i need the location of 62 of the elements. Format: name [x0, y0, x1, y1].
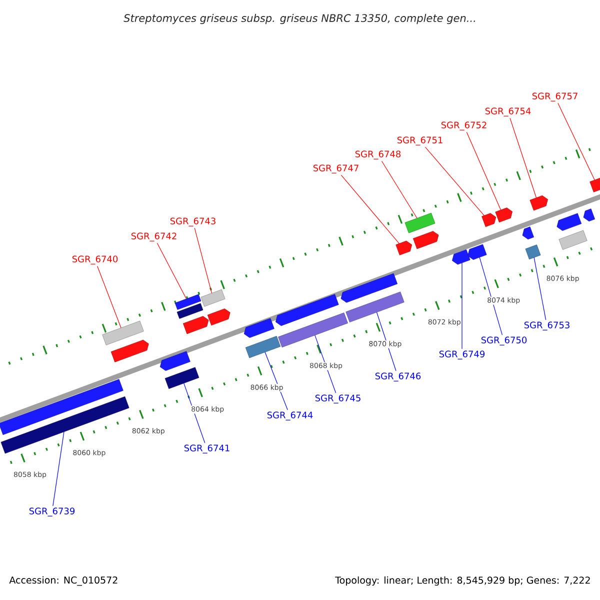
- gene-block: [590, 178, 600, 192]
- gene-block: [530, 195, 548, 211]
- gene-block: [468, 244, 487, 260]
- gene-label: SGR_6754: [485, 108, 531, 116]
- gene-block: [200, 289, 226, 307]
- gene-label: SGR_6748: [355, 150, 401, 160]
- gene-label: SGR_6740: [72, 256, 118, 264]
- gene-block: [174, 294, 202, 310]
- gene-label: SGR_6739: [29, 508, 75, 516]
- gene-label: SGR_6753: [524, 322, 570, 330]
- gene-block: [495, 208, 513, 222]
- leader-line: [534, 257, 546, 320]
- gene-label: SGR_6743: [170, 218, 216, 226]
- gene-block: [340, 273, 398, 303]
- leader-line: [52, 431, 64, 506]
- gene-block: [525, 244, 541, 260]
- leader-line: [510, 118, 537, 198]
- gene-block: [556, 213, 582, 231]
- gene-block: [412, 231, 439, 250]
- leader-line: [340, 174, 400, 244]
- gene-block: [160, 351, 190, 371]
- gene-block: [558, 230, 588, 250]
- gene-block: [276, 294, 339, 326]
- leader-line: [97, 266, 122, 328]
- gene-block: [102, 320, 144, 346]
- gene-block: [522, 226, 534, 240]
- title: Streptomyces griseus subsp. griseus NBRC 13350, complete gen...: [124, 14, 476, 24]
- gene-label: SGR_6750: [481, 336, 527, 346]
- gene-label: SGR_6745: [315, 394, 360, 404]
- gene-label: SGR_6746: [375, 372, 421, 382]
- leader-line: [381, 160, 418, 219]
- gene-block: [482, 213, 496, 227]
- gene-block: [207, 308, 230, 326]
- gene-block: [396, 240, 412, 256]
- gene-block: [176, 303, 204, 319]
- gene-block: [452, 249, 470, 265]
- gene-label: SGR_6749: [439, 350, 485, 360]
- gene-block: [278, 312, 348, 348]
- gene-label: SGR_6742: [131, 232, 176, 242]
- gene-block: [346, 292, 404, 322]
- gene-block: [0, 379, 124, 435]
- leader-line: [479, 257, 503, 336]
- gene-block: [404, 212, 436, 234]
- leader-line: [156, 242, 187, 300]
- gene-block: [583, 208, 595, 222]
- gene-label: SGR_6744: [267, 412, 313, 420]
- leader-line: [466, 132, 502, 210]
- gene-block: [164, 367, 200, 389]
- gene-label: SGR_6751: [397, 136, 442, 146]
- gene-block: [110, 340, 149, 362]
- gene-label: SGR_6747: [313, 164, 358, 174]
- gene-label: SGR_6741: [184, 444, 230, 454]
- footer-text: Topology: linear; Length: 8,545,929 bp; Genes: 7,222: [335, 576, 590, 586]
- leader-line: [424, 146, 484, 216]
- gene-block: [245, 336, 281, 358]
- gene-label: SGR_6757: [532, 92, 578, 102]
- leader-line: [558, 102, 595, 180]
- gene-label: SGR_6752: [441, 122, 486, 130]
- gene-block: [244, 318, 274, 338]
- footer-text: Accession: NC_010572: [9, 576, 118, 586]
- gene-block: [182, 316, 209, 334]
- leader-line: [194, 228, 212, 294]
